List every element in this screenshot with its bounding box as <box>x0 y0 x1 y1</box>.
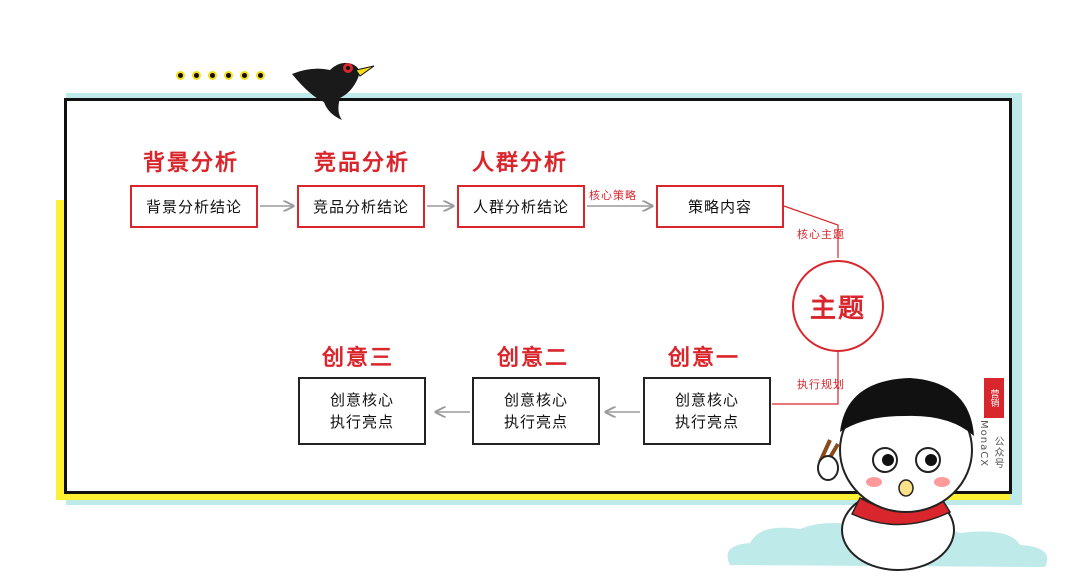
decor-dot <box>256 71 265 80</box>
node-competitor-conclusion: 竞品分析结论 <box>297 185 425 228</box>
node-background-conclusion: 背景分析结论 <box>130 185 258 228</box>
header-idea-three: 创意三 <box>322 346 395 371</box>
edge-label-core-strategy: 核心策略 <box>589 189 637 202</box>
idea-core-label: 创意核心 <box>503 391 568 409</box>
node-idea-two: 创意核心 执行亮点 <box>472 377 600 445</box>
decor-dot <box>208 71 217 80</box>
idea-core-label: 创意核心 <box>329 391 394 409</box>
header-idea-two: 创意二 <box>497 346 570 371</box>
cartoon-character-illustration <box>817 378 974 571</box>
node-strategy-content: 策略内容 <box>656 185 784 228</box>
watermark-name: MonaCX <box>978 420 989 468</box>
node-idea-three: 创意核心 执行亮点 <box>298 377 426 445</box>
idea-highlight-label: 执行亮点 <box>503 413 568 431</box>
node-audience-conclusion: 人群分析结论 <box>457 185 585 228</box>
idea-highlight-label: 执行亮点 <box>329 413 394 431</box>
header-idea-one: 创意一 <box>668 346 741 371</box>
node-idea-one: 创意核心 执行亮点 <box>643 377 771 445</box>
node-theme: 主题 <box>792 260 884 352</box>
line-theme-to-idea1 <box>772 352 839 405</box>
bird-illustration <box>292 62 375 120</box>
watermark-seal: 营销 <box>984 378 1004 418</box>
decor-dot <box>192 71 201 80</box>
line-strategy-to-theme <box>783 205 839 258</box>
watermark-account: 公众号 <box>992 436 1003 469</box>
header-competitor-analysis: 竞品分析 <box>314 151 411 176</box>
edge-label-core-theme: 核心主题 <box>797 228 845 241</box>
edge-label-execution-plan: 执行规划 <box>797 378 845 391</box>
header-background-analysis: 背景分析 <box>143 151 240 176</box>
decor-dot <box>224 71 233 80</box>
decor-dot <box>176 71 185 80</box>
header-audience-analysis: 人群分析 <box>472 151 569 176</box>
idea-core-label: 创意核心 <box>674 391 739 409</box>
decor-dot <box>240 71 249 80</box>
idea-highlight-label: 执行亮点 <box>674 413 739 431</box>
